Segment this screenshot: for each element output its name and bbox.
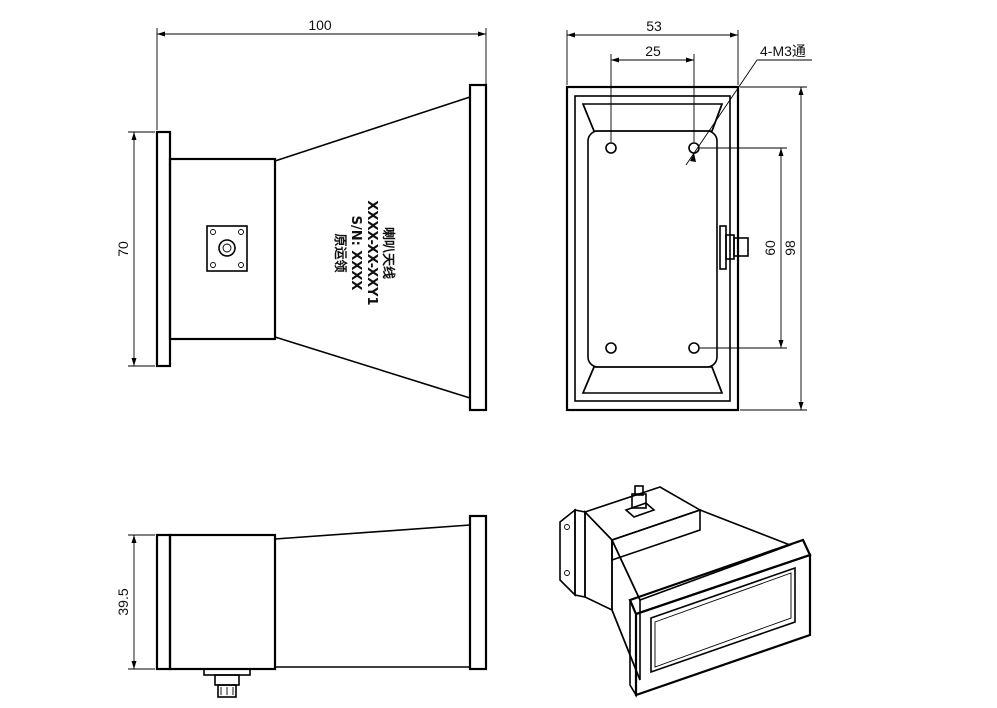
dim-overall-length: 100	[308, 17, 332, 33]
dim-flange-height: 70	[115, 241, 131, 257]
front-view: 53 25 4-M3通 60 98	[565, 18, 812, 412]
isometric-view	[559, 485, 812, 698]
connector-face	[206, 225, 248, 272]
connector-side	[203, 668, 251, 698]
dim-aperture-width: 53	[646, 18, 662, 34]
dim-aperture-height: 98	[782, 240, 798, 256]
nameplate-line3: S/N: XXXX	[348, 216, 363, 291]
nameplate: 喇叭天线 XXXX-XX-XXY1 S/N: XXXX 原运领	[332, 200, 396, 305]
hole-note: 4-M3通	[760, 43, 806, 59]
dim-waveguide-height: 39.5	[115, 588, 131, 615]
mount-hole-icon	[605, 342, 617, 354]
dim-hole-spacing-height: 60	[762, 240, 778, 256]
mount-hole-icon	[605, 142, 617, 154]
side-view-bottom: 39.5	[115, 514, 488, 698]
mount-hole-icon	[688, 342, 700, 354]
nameplate-line2: XXXX-XX-XXY1	[364, 200, 379, 305]
nameplate-line4: 原运领	[332, 233, 348, 272]
nameplate-line1: 喇叭天线	[380, 227, 396, 279]
side-view-top: 100 70 喇叭天线 XXXX-XX-XXY1 S/N: XXXX 原运领	[115, 17, 488, 412]
dim-hole-spacing-width: 25	[645, 43, 661, 59]
connector-iso	[624, 485, 656, 518]
